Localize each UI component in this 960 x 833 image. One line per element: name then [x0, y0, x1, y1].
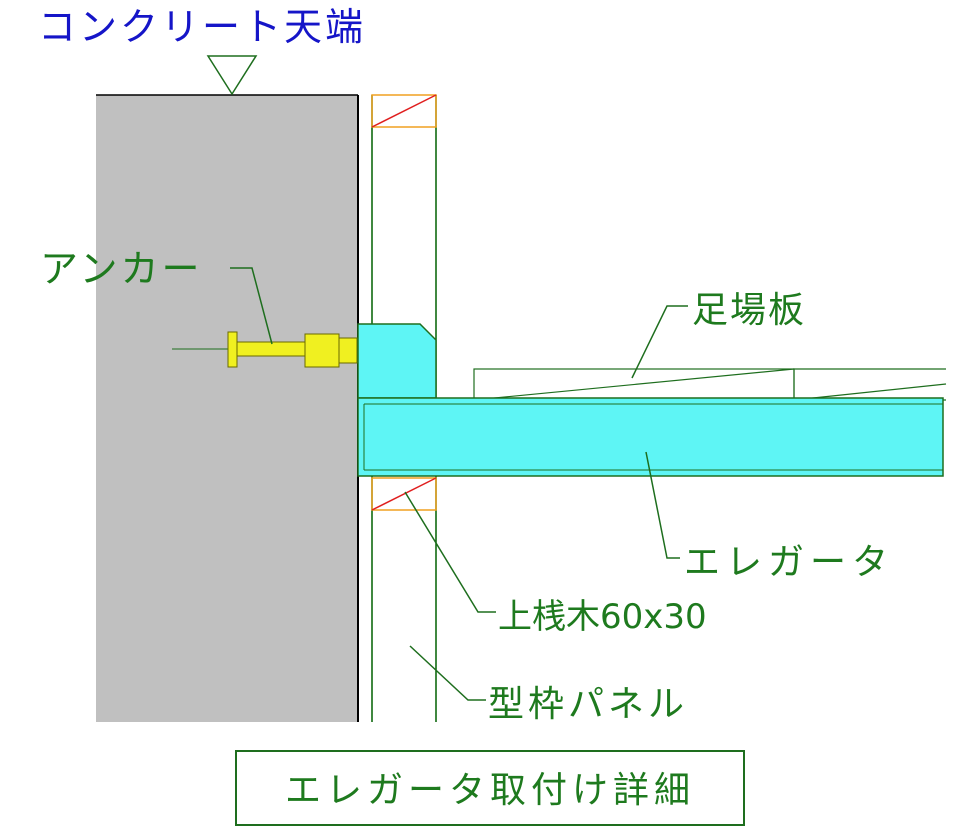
ele-girder-label: エレガータ	[684, 542, 894, 583]
anchor-label: アンカー	[40, 247, 202, 291]
leader-lines	[230, 267, 688, 701]
girder-bracket	[357, 323, 437, 399]
concrete-wall	[96, 95, 358, 722]
leader-formwork-panel	[409, 645, 486, 701]
leader-anchor	[230, 267, 273, 345]
leader-upper-batten	[404, 491, 496, 613]
formwork-panel-label: 型枠パネル	[488, 684, 688, 725]
concrete-top-label: コンクリート天端	[38, 5, 366, 49]
scaffold-board-label: 足場板	[692, 290, 806, 331]
ele-girder	[357, 397, 944, 477]
caption-box	[235, 750, 745, 826]
upper-batten-bottom	[371, 477, 437, 511]
upper-batten-label: 上桟木60x30	[498, 597, 707, 637]
leader-ele-girder	[645, 451, 680, 559]
caption-title: エレガータ取付け詳細	[285, 770, 695, 811]
scaffold-board	[473, 368, 947, 401]
leader-scaffold-board	[631, 305, 688, 379]
concrete-top-marker	[206, 55, 258, 96]
upper-batten-top	[371, 94, 437, 128]
